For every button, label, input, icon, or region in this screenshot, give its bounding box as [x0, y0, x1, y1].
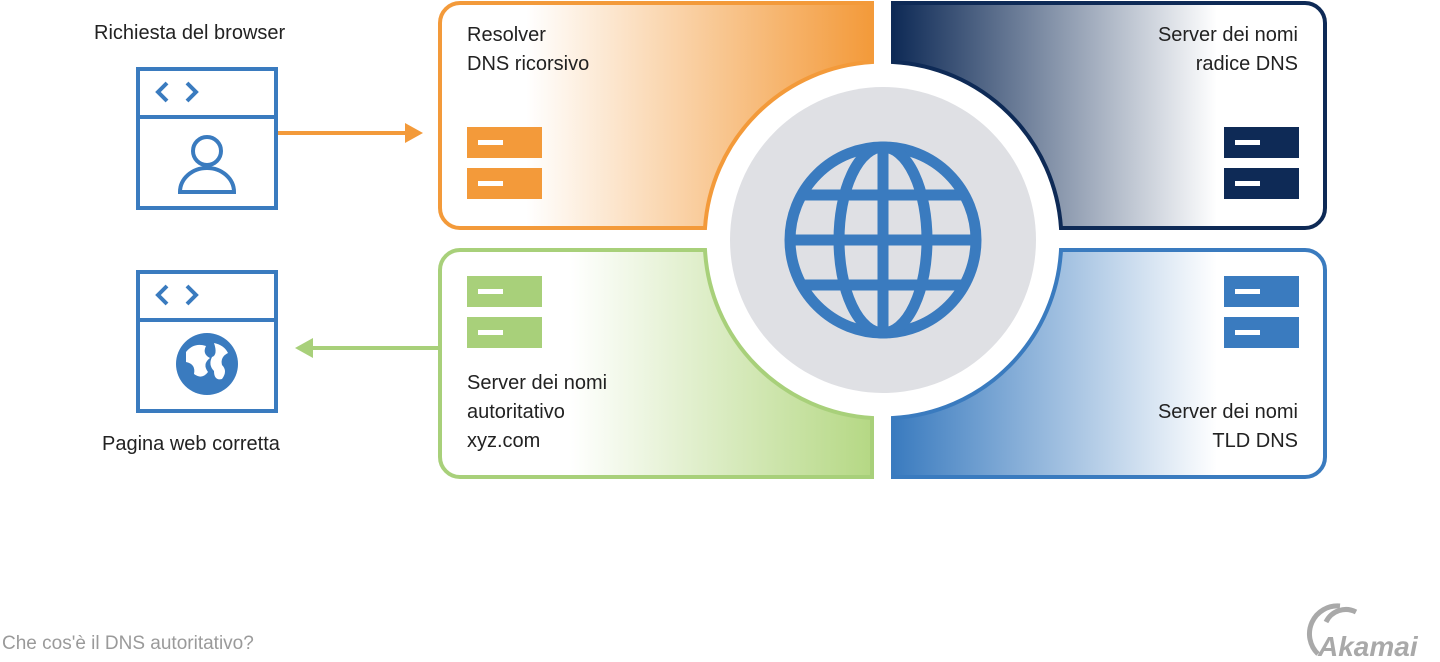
server-icon-authoritative — [467, 276, 542, 348]
server-icon-resolver — [467, 127, 542, 199]
correct-page-label: Pagina web corretta — [102, 433, 280, 455]
resolver-label: Resolver DNS ricorsivo — [467, 21, 589, 79]
root-label: Server dei nomi radice DNS — [1158, 21, 1298, 79]
server-icon-root — [1224, 127, 1299, 199]
root-label-line2: radice DNS — [1195, 53, 1298, 75]
server-icon-tld — [1224, 276, 1299, 348]
resolver-label-line1: Resolver — [467, 24, 546, 46]
tld-label-line1: Server dei nomi — [1157, 401, 1298, 423]
resolver-panel — [438, 1, 874, 230]
caption: Che cos'è il DNS autoritativo? — [2, 633, 254, 654]
root-panel — [891, 1, 1327, 230]
arrow-right — [278, 123, 423, 143]
tld-label-line2: TLD DNS — [1212, 430, 1298, 452]
authoritative-label-line2: autoritativo — [467, 401, 565, 423]
browser-web-icon — [136, 270, 278, 413]
tld-label: Server dei nomi TLD DNS — [1158, 398, 1298, 456]
tld-panel — [891, 248, 1327, 479]
arrow-left — [295, 338, 440, 358]
earth-icon — [176, 333, 238, 395]
browser-user-icon — [136, 67, 278, 210]
akamai-logo-text: Akamai — [1317, 631, 1419, 662]
akamai-logo — [1306, 603, 1358, 656]
authoritative-panel — [438, 248, 874, 479]
root-label-line1: Server dei nomi — [1157, 24, 1298, 46]
authoritative-label: Server dei nomi autoritativo xyz.com — [467, 369, 607, 456]
resolver-label-line2: DNS ricorsivo — [467, 53, 590, 75]
browser-request-label: Richiesta del browser — [94, 22, 286, 44]
authoritative-label-line1: Server dei nomi — [467, 372, 608, 394]
globe-icon — [784, 141, 982, 339]
authoritative-label-line3: xyz.com — [467, 430, 541, 452]
